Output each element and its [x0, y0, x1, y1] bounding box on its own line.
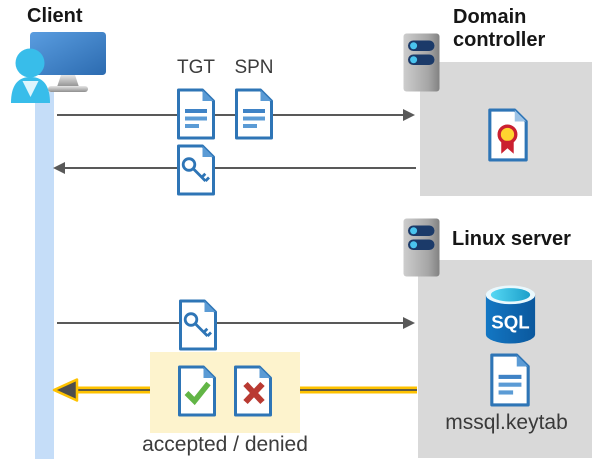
monitor-icon [30, 32, 106, 75]
domain-controller-label: Domain controller [453, 6, 546, 51]
result-highlight-box [150, 352, 300, 433]
spn-label: SPN [234, 57, 274, 78]
keytab-document-icon [490, 353, 530, 407]
person-icon [11, 48, 50, 103]
arrow-return-ticket [53, 162, 416, 174]
spn-document-icon [235, 88, 273, 140]
domain-controller-server-icon [403, 33, 440, 92]
client-label: Client [27, 5, 83, 27]
tgt-label: TGT [177, 57, 215, 78]
x-icon [243, 381, 265, 405]
accepted-document-icon [178, 365, 216, 417]
service-ticket-document-icon [179, 299, 217, 351]
key-ticket-document-icon [177, 144, 215, 196]
linux-server-icon [403, 218, 440, 277]
key-icon [181, 157, 210, 182]
keytab-label: mssql.keytab [445, 411, 568, 434]
sql-database-icon: SQL [485, 285, 536, 344]
check-icon [184, 381, 211, 406]
arrow-request-tickets [57, 109, 415, 121]
ribbon-seal-icon [497, 124, 518, 154]
result-label: accepted / denied [142, 433, 308, 456]
arrow-send-ticket [57, 317, 415, 329]
denied-document-icon [234, 365, 272, 417]
key-icon [183, 312, 212, 337]
linux-server-label: Linux server [452, 228, 571, 250]
certificate-icon [488, 108, 528, 162]
client-lifeline [35, 92, 54, 459]
sql-label: SQL [491, 311, 529, 332]
tgt-document-icon [177, 88, 215, 140]
client-icon [11, 32, 106, 103]
